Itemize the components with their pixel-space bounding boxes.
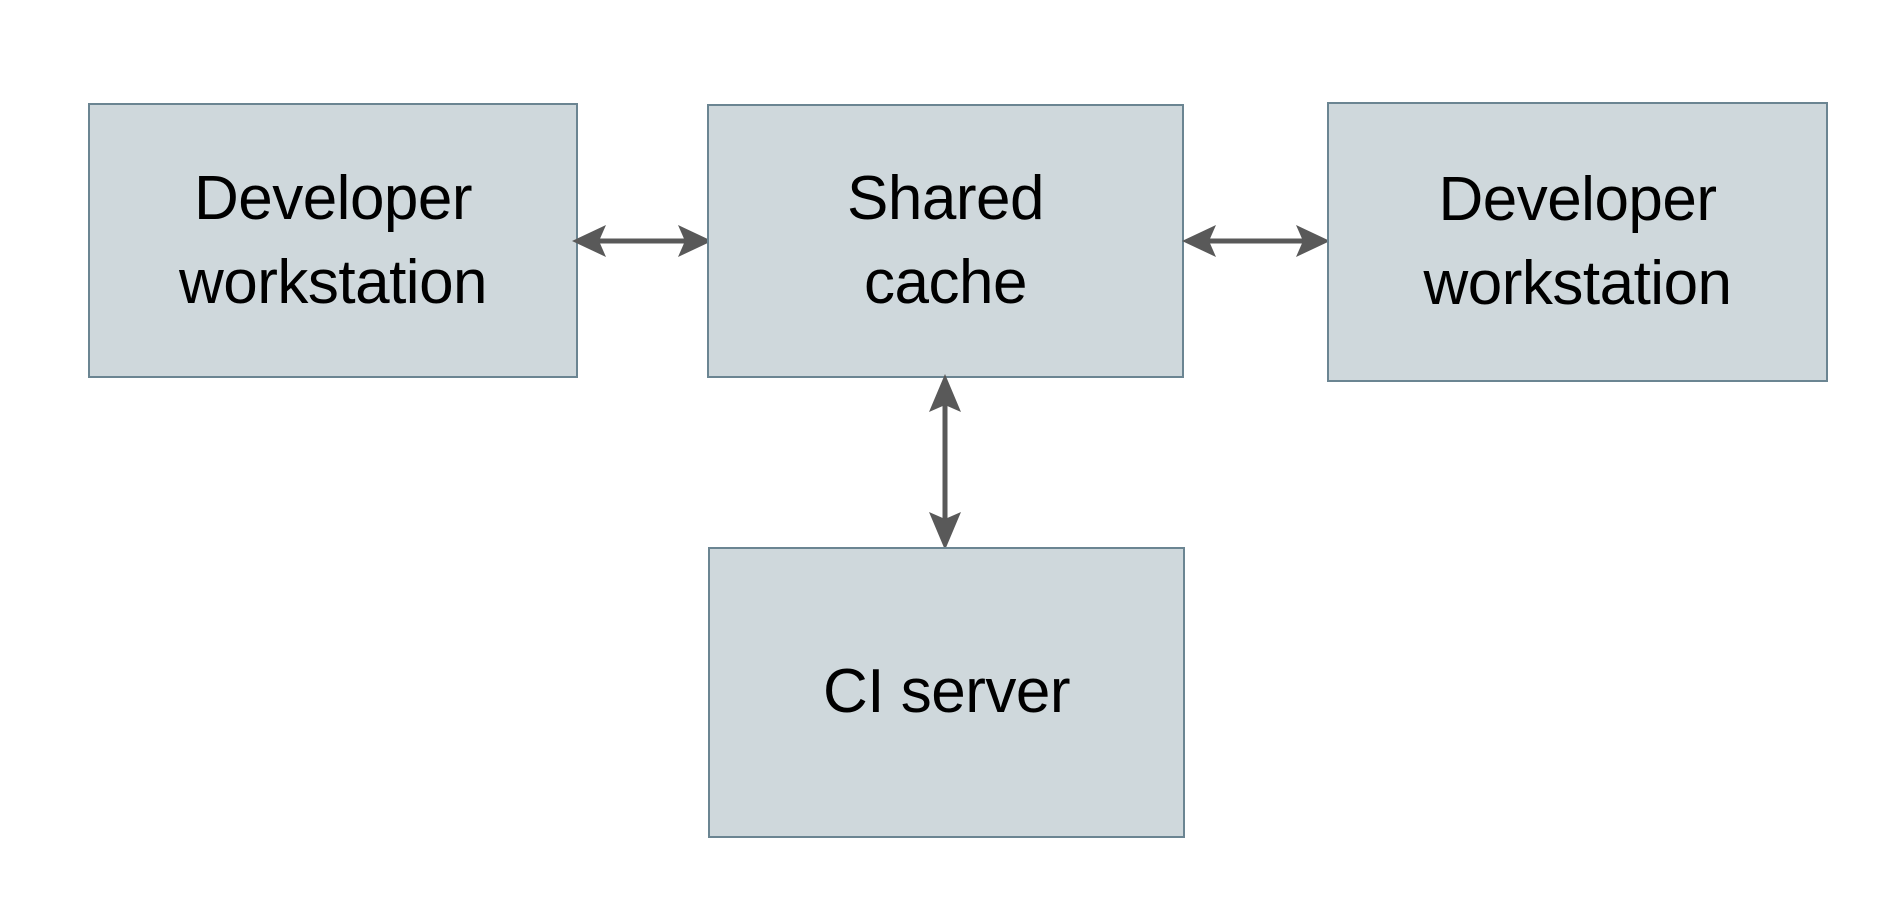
node-label-developer-workstation-right: Developer workstation (1423, 165, 1732, 318)
node-developer-workstation-left[interactable]: Developer workstation (88, 103, 578, 378)
node-developer-workstation-right[interactable]: Developer workstation (1327, 102, 1828, 382)
node-label-shared-cache: Shared cache (847, 164, 1044, 317)
node-ci-server[interactable]: CI server (708, 547, 1185, 838)
node-label-developer-workstation-left: Developer workstation (178, 163, 488, 317)
connector-arrow-left-workstation-to-shared-cache[interactable] (572, 211, 712, 271)
connector-arrow-shared-cache-to-right-workstation[interactable] (1182, 211, 1330, 271)
arrow-head-left-icon (572, 225, 606, 257)
arrow-head-up-icon (929, 374, 961, 412)
arrow-head-right-icon (678, 225, 712, 257)
arrow-head-left-icon (1182, 225, 1216, 257)
connector-arrow-shared-cache-to-ci-server[interactable] (915, 374, 975, 550)
arrow-head-down-icon (929, 512, 961, 550)
arrow-head-right-icon (1296, 225, 1330, 257)
node-shared-cache[interactable]: Shared cache (707, 104, 1184, 378)
node-label-ci-server: CI server (823, 657, 1070, 727)
